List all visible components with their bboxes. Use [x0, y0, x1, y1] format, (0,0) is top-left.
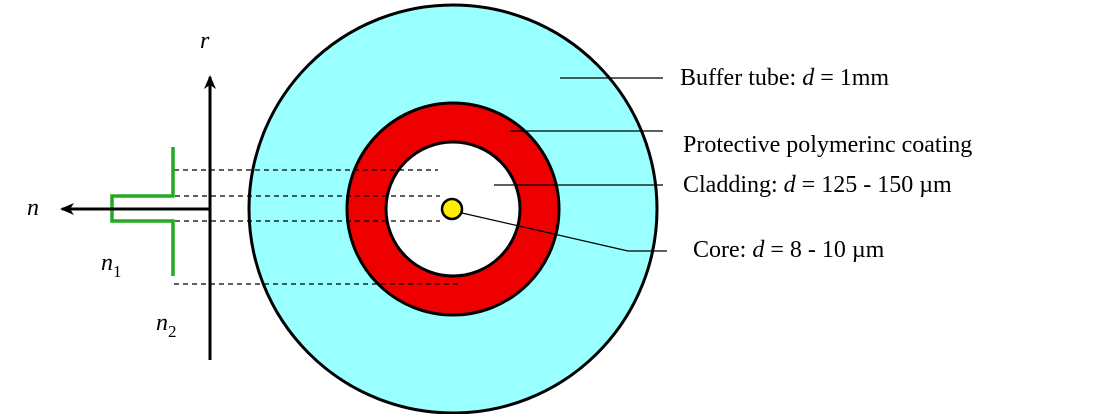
buffer-tube-label: Buffer tube: d = 1mm [680, 65, 889, 91]
core-label: Core: d = 8 - 10 µm [693, 237, 885, 263]
r-axis-label: r [200, 28, 210, 54]
n2-label: n2 [156, 310, 177, 341]
leader-lines [461, 77, 667, 252]
index-profile-line [110, 147, 175, 276]
core-dot [440, 197, 464, 221]
cladding-label: Cladding: d = 125 - 150 µm [683, 172, 952, 198]
n-axis-label: n [27, 195, 39, 221]
n1-label: n1 [101, 250, 122, 281]
coating-label: Protective polymerinc coating [683, 132, 972, 158]
leader-line-core [461, 212, 667, 252]
